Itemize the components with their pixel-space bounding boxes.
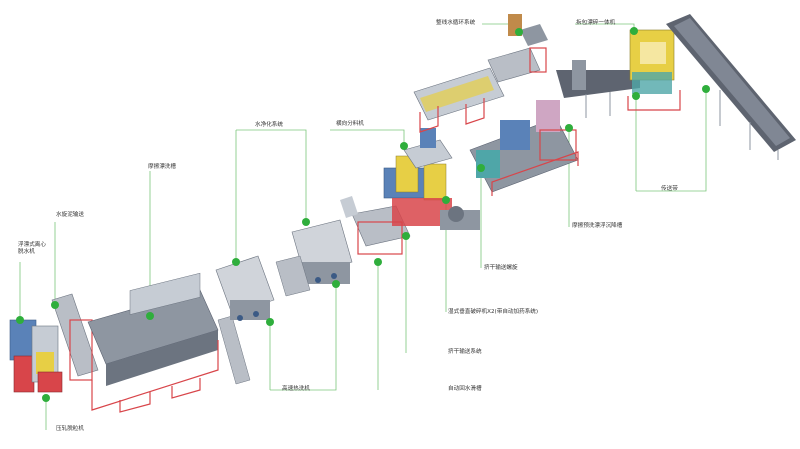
belt-conveyor-machine bbox=[666, 14, 796, 160]
water-screw-machine bbox=[51, 293, 99, 381]
marker-side-feeder bbox=[400, 142, 408, 150]
float-sink-tank-machine bbox=[469, 100, 579, 196]
marker-belt-conveyor-1 bbox=[632, 92, 640, 100]
vertical-crusher-machine bbox=[383, 155, 480, 230]
label-water-screw: 水旋泥输送 bbox=[56, 212, 84, 218]
label-water-circulation: 整线水循环系统 bbox=[436, 20, 476, 26]
marker-belt-conveyor-2 bbox=[702, 85, 710, 93]
marker-high-speed-1 bbox=[266, 318, 274, 326]
transfer-conveyor bbox=[556, 60, 640, 118]
marker-auto-dewater bbox=[374, 258, 382, 266]
markers bbox=[16, 27, 710, 402]
marker-water-purifier-1 bbox=[232, 258, 240, 266]
marker-float-centrifuge bbox=[16, 316, 24, 324]
friction-washer-machine bbox=[87, 272, 251, 413]
marker-water-purifier-2 bbox=[302, 218, 310, 226]
marker-water-circulation bbox=[515, 28, 523, 36]
label-high-speed-washer: 高速热洗机 bbox=[282, 386, 310, 392]
leader-water-purifier-2 bbox=[236, 129, 307, 222]
label-belt-conveyor: 传送带 bbox=[661, 186, 678, 192]
label-vertical-crusher: 湿式垂直破碎机X2(带自动加药系统) bbox=[448, 309, 539, 315]
label-squeeze-conveyor: 挤干输送系统 bbox=[448, 349, 482, 355]
label-float-centrifuge: 浮漂式离心脱水机 bbox=[18, 242, 46, 255]
marker-high-speed-2 bbox=[332, 280, 340, 288]
marker-squeeze-conveyor bbox=[402, 232, 410, 240]
water-circulation-machine bbox=[413, 14, 548, 133]
marker-press-dryer bbox=[42, 394, 50, 402]
high-speed-washer-machine bbox=[215, 255, 275, 321]
marker-float-sink bbox=[565, 124, 573, 132]
label-water-purifier: 水净化系统 bbox=[255, 122, 283, 128]
label-bale-breaker: 拆包漂碎一体机 bbox=[576, 20, 616, 26]
leader-belt-conveyor-2 bbox=[636, 89, 707, 192]
bale-breaker-machine bbox=[627, 29, 681, 111]
leader-side-feeder bbox=[330, 129, 405, 146]
label-float-sink-tank: 摩擦预洗漂浮沉降槽 bbox=[572, 223, 623, 229]
marker-vertical-crusher bbox=[442, 196, 450, 204]
label-side-feeder: 横向分料机 bbox=[336, 121, 364, 127]
machinery bbox=[9, 14, 796, 413]
side-feeder-machine bbox=[403, 128, 453, 169]
marker-squeeze-screw bbox=[477, 164, 485, 172]
label-friction-washer: 摩擦漂洗槽 bbox=[148, 164, 176, 170]
label-auto-dewater: 自动回水滑槽 bbox=[448, 386, 482, 392]
marker-bale-breaker bbox=[630, 27, 638, 35]
marker-friction-washer bbox=[146, 312, 154, 320]
label-press-dryer: 压轧脱粒机 bbox=[56, 426, 84, 432]
label-squeeze-screw: 挤干输送螺旋 bbox=[484, 265, 518, 271]
marker-water-screw bbox=[51, 301, 59, 309]
float-centrifuge-machine bbox=[9, 319, 63, 393]
leader-high-speed-washer-2 bbox=[270, 284, 337, 391]
water-purifier-machine bbox=[275, 219, 353, 297]
